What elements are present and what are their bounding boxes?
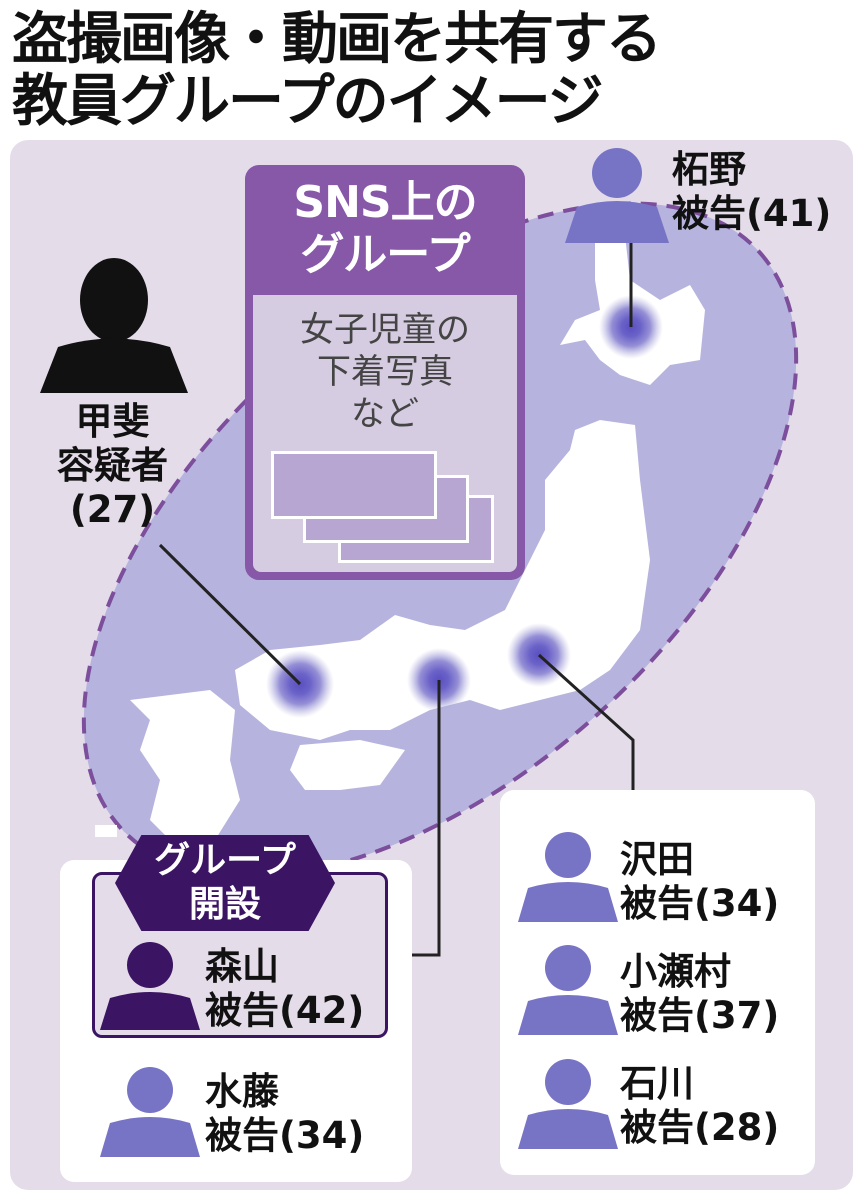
connector-sawada: [537, 653, 635, 790]
sns-header-line-1: SNS上の: [293, 177, 477, 228]
sns-content-line-1: 女子児童の: [300, 310, 470, 350]
shikoku: [290, 740, 405, 790]
island: [95, 825, 117, 837]
photo-icon-front: [271, 451, 437, 519]
person-icon: [100, 1067, 200, 1157]
sns-header-line-2: グループ: [300, 229, 470, 280]
person-ishikawa: 石川被告(28): [620, 1062, 780, 1149]
person-icon-suspect: [40, 258, 188, 393]
person-kai: 甲斐容疑者(27): [57, 400, 168, 531]
kyushu: [130, 690, 240, 845]
person-icon: [100, 942, 200, 1030]
sns-content-line-3: など: [351, 394, 419, 434]
group-founder-tag: グループ開設: [115, 835, 335, 931]
person-icon: [518, 945, 618, 1035]
person-icon: [518, 1059, 618, 1149]
person-mizufuji: 水藤被告(34): [205, 1070, 365, 1157]
person-tsugeno: 柘野被告(41): [672, 148, 832, 235]
person-icon: [518, 832, 618, 922]
person-kosemura: 小瀬村被告(37): [620, 950, 780, 1037]
connector-kai: [158, 543, 302, 686]
person-icon: [565, 148, 669, 243]
person-moriyama: 森山被告(42): [205, 945, 365, 1032]
sns-content-line-2: 下着写真: [317, 352, 453, 392]
connector-moriyama: [405, 680, 441, 957]
title-line-2: 教員グループのイメージ: [12, 69, 604, 134]
sns-group-box: SNS上の グループ 女子児童の 下着写真 など: [245, 165, 525, 580]
person-sawada: 沢田被告(34): [620, 838, 780, 925]
title-line-1: 盗撮画像・動画を共有する: [12, 7, 662, 72]
sns-content: 女子児童の 下着写真 など: [253, 295, 517, 572]
